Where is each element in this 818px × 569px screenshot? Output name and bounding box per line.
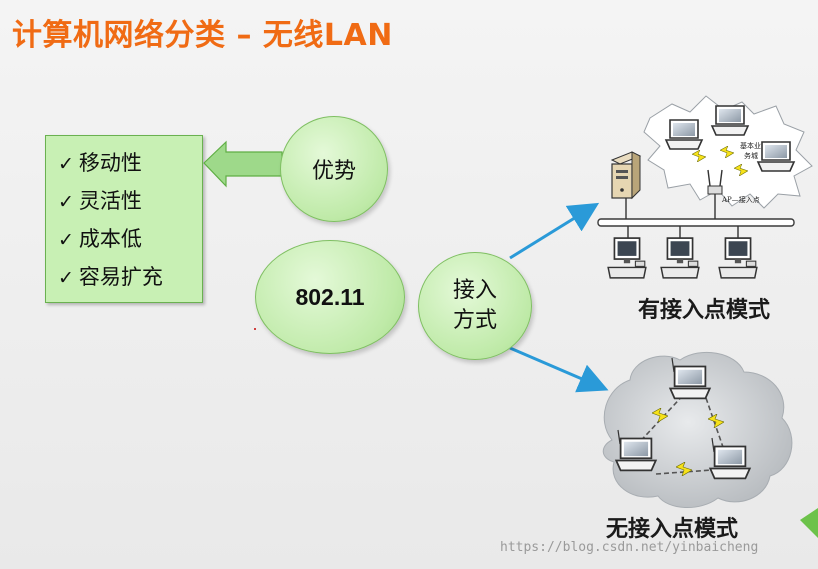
advantage-item: ✓移动性 — [58, 145, 202, 183]
advantage-arrow — [203, 140, 283, 188]
arrow-to-adhoc-mode — [509, 346, 609, 393]
laptop-icon — [615, 437, 657, 472]
access-mode-line1: 接入 — [452, 278, 497, 303]
check-icon: ✓ — [58, 229, 74, 251]
desktop-icon — [607, 237, 647, 279]
bss-label-2: 务城 — [744, 151, 758, 160]
advantage-text: 灵活性 — [78, 189, 142, 213]
laptop-icon — [665, 119, 703, 150]
watermark: https://blog.csdn.net/yinbaicheng — [500, 540, 759, 555]
advantage-item: ✓容易扩充 — [58, 259, 202, 297]
bss-label-1: 基本业 — [740, 141, 761, 150]
advantages-bubble: 优势 — [280, 116, 388, 222]
advantage-item: ✓灵活性 — [58, 183, 202, 221]
ap-mode-label: 有接入点模式 — [638, 297, 771, 323]
desktop-icon — [660, 237, 700, 279]
access-mode-line2: 方式 — [452, 308, 497, 333]
check-icon: ✓ — [58, 267, 74, 289]
corner-decoration — [800, 508, 818, 538]
red-dot — [254, 328, 256, 330]
laptop-icon — [669, 365, 711, 400]
page-title: 计算机网络分类 – 无线LAN — [12, 18, 393, 53]
check-icon: ✓ — [58, 153, 74, 175]
laptop-icon — [711, 105, 749, 136]
server-icon — [610, 151, 642, 200]
advantage-item: ✓成本低 — [58, 221, 202, 259]
advantage-text: 成本低 — [78, 227, 142, 251]
arrow-to-ap-mode — [509, 202, 600, 260]
access-mode-bubble: 接入 方式 — [418, 252, 532, 360]
standard-bubble: 802.11 — [255, 240, 405, 354]
check-icon: ✓ — [58, 191, 74, 213]
laptop-icon — [709, 445, 751, 480]
advantages-box: ✓移动性 ✓灵活性 ✓成本低 ✓容易扩充 — [45, 135, 203, 303]
desktop-icon — [718, 237, 758, 279]
ap-label: AP—接入点 — [721, 195, 760, 204]
laptop-icon — [757, 141, 795, 172]
advantage-text: 容易扩充 — [78, 265, 163, 289]
network-bus — [597, 218, 795, 227]
advantages-list: ✓移动性 ✓灵活性 ✓成本低 ✓容易扩充 — [46, 136, 202, 297]
ap-mode-diagram: AP—接入点 基本业 务城 — [597, 95, 813, 279]
adhoc-mode-diagram — [602, 351, 793, 509]
advantage-text: 移动性 — [78, 151, 142, 175]
access-point-icon — [707, 169, 723, 195]
adhoc-mode-label: 无接入点模式 — [606, 516, 739, 542]
